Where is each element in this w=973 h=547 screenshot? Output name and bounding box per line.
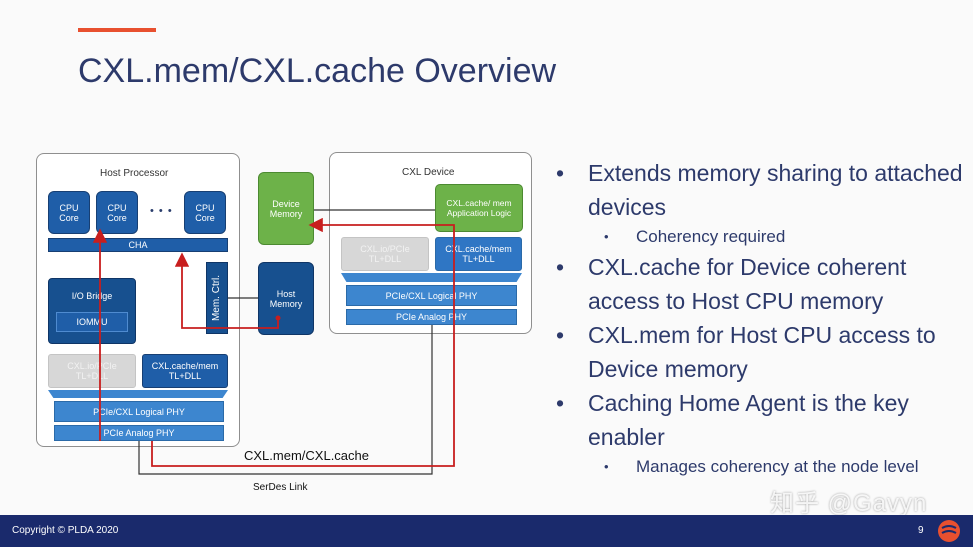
bullet-3: •CXL.mem for Host CPU access to Device m… (556, 322, 936, 382)
host-memory-dot (275, 315, 281, 321)
host-processor-title: Host Processor (100, 168, 169, 179)
watermark: 知乎 @Gavyn (770, 490, 928, 517)
bullet-4-sub: •Manages coherency at the node level (604, 457, 919, 476)
serdes-label: SerDes Link (253, 482, 308, 493)
bullet-4: •Caching Home Agent is the key enabler (556, 390, 909, 450)
bullet-3-text: CXL.mem for Host CPU access to Device me… (588, 322, 936, 382)
device-logical-phy-box: PCIe/CXL Logical PHY (346, 285, 517, 306)
device-memory-box: Device Memory (258, 172, 314, 245)
black-links (138, 209, 435, 475)
cxl-mem-path (151, 217, 455, 467)
link-label: CXL.mem/CXL.cache (244, 448, 369, 463)
device-cxl-io-box: CXL.io/PCIe TL+DLL (341, 237, 429, 271)
cpu-core-2: CPU Core (96, 191, 138, 234)
cpu-ellipsis: • • • (150, 205, 173, 217)
bullet-4-text: Caching Home Agent is the key enabler (588, 390, 909, 450)
bullet-1-text: Extends memory sharing to attached devic… (588, 160, 963, 220)
bullet-list: •Extends memory sharing to attached devi… (556, 156, 966, 480)
bullet-1-sub-text: Coherency required (636, 227, 786, 246)
app-logic-box: CXL.cache/ mem Application Logic (435, 184, 523, 232)
page-number: 9 (918, 525, 924, 536)
footer-bar: Copyright © PLDA 2020 9 (0, 515, 973, 547)
footer-copyright: Copyright © PLDA 2020 (12, 525, 119, 536)
mem-ctrl-box: Mem. Ctrl. (206, 262, 228, 334)
device-phy-trapezoid (341, 273, 522, 282)
slide-title: CXL.mem/CXL.cache Overview (78, 52, 557, 90)
cpu-core-3: CPU Core (184, 191, 226, 234)
title-accent-line (78, 28, 156, 32)
host-phy-trapezoid (48, 390, 228, 398)
cxl-cache-path (174, 252, 279, 329)
bullet-1: •Extends memory sharing to attached devi… (556, 160, 963, 220)
host-analog-phy-box: PCIe Analog PHY (54, 425, 224, 441)
host-cxl-io-box: CXL.io/PCIe TL+DLL (48, 354, 136, 388)
device-cxl-cachemem-box: CXL.cache/mem TL+DLL (435, 237, 522, 271)
cpu-core-1: CPU Core (48, 191, 90, 234)
red-paths (92, 217, 455, 467)
host-memory-box: Host Memory (258, 262, 314, 335)
bullet-2: •CXL.cache for Device coherent access to… (556, 254, 907, 314)
io-bridge-box: I/O Bridge (48, 278, 136, 344)
io-bridge-label: I/O Bridge (71, 291, 113, 301)
bullet-2-text: CXL.cache for Device coherent access to … (588, 254, 907, 314)
plda-logo-icon (938, 520, 960, 542)
device-analog-phy-box: PCIe Analog PHY (346, 309, 517, 325)
bullet-1-sub: •Coherency required (604, 227, 786, 246)
bullet-4-sub-text: Manages coherency at the node level (636, 457, 919, 476)
host-logical-phy-box: PCIe/CXL Logical PHY (54, 401, 224, 422)
iommu-box: IOMMU (56, 312, 128, 332)
link-serdes (138, 325, 433, 475)
cxl-device-title: CXL Device (402, 167, 455, 178)
host-cxl-cachemem-box: CXL.cache/mem TL+DLL (142, 354, 228, 388)
